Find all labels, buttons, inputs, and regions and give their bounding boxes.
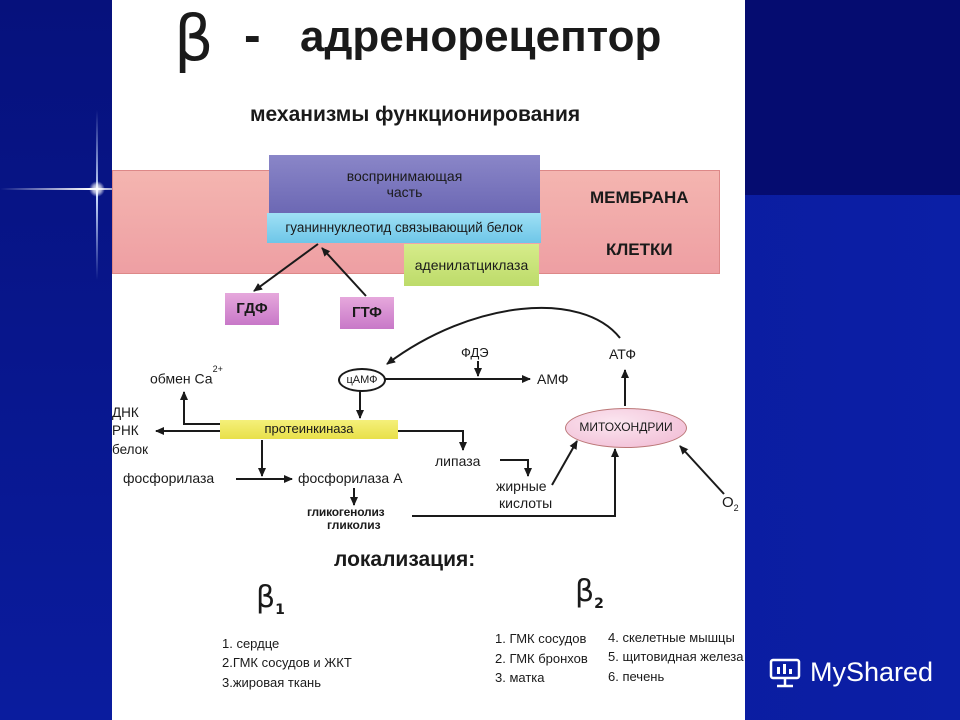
camp-node: цАМФ [338, 368, 386, 392]
proteinkinase-box: протеинкиназа [220, 420, 398, 439]
beta1-item-2: 2.ГМК сосудов и ЖКТ [222, 655, 352, 670]
beta2-symbol: β [575, 574, 595, 609]
slide: β - адренорецептор механизмы функциониро… [112, 0, 745, 720]
beta2-label: β2 [575, 574, 604, 612]
arrow-from-gtp [321, 247, 367, 297]
pde-label: ФДЭ [461, 345, 489, 360]
protein-label: белок [112, 442, 149, 457]
title-text: адренорецептор [300, 12, 662, 61]
gdp-box: ГДФ [225, 293, 279, 325]
sparkle-horizontal [0, 188, 150, 190]
oxygen-text: О [722, 494, 734, 511]
arrow-lipase-to-fatty [500, 459, 532, 477]
beta2-item-1: 1. ГМК сосудов [495, 631, 587, 646]
perceiving-part-box: воспринимающая часть [269, 155, 540, 213]
phosphorylase-a-label: фосфорилаза А [298, 470, 403, 486]
presentation-board-icon [769, 658, 801, 688]
beta2-item-3: 3. матка [495, 670, 545, 685]
membrane-label: МЕМБРАНА [590, 188, 689, 207]
myshared-logo[interactable]: MyShared [768, 655, 933, 689]
ca-charge: 2+ [212, 364, 223, 374]
mitochondria-node: МИТОХОНДРИИ [565, 408, 687, 448]
amp-label: АМФ [537, 371, 569, 387]
beta1-item-1: 1. сердце [222, 636, 280, 651]
g-protein-box: гуаниннуклеотид связывающий белок [267, 213, 541, 243]
gtp-box: ГТФ [340, 297, 394, 329]
diagram-arrows [155, 243, 725, 517]
perceiving-line1: воспринимающая [346, 167, 463, 184]
beta1-symbol: β [256, 580, 276, 615]
beta1-item-3: 3.жировая ткань [222, 675, 322, 690]
glycolysis-label: гликолиз [327, 518, 381, 532]
rna-label: РНК [112, 423, 139, 438]
oxygen-sub: 2 [733, 503, 739, 513]
arrow-to-gdp [253, 243, 319, 292]
logo-text: MyShared [810, 656, 934, 687]
beta2-item-6: 6. печень [608, 669, 665, 684]
fatty-acids-line1: жирные [496, 478, 547, 494]
phosphorylase-label: фосфорилаза [123, 470, 215, 486]
localization-heading: локализация: [334, 548, 476, 571]
arrow-kinase-to-ca [180, 391, 220, 425]
membrane-label-2: КЛЕТКИ [606, 240, 673, 259]
beta2-item-2: 2. ГМК бронхов [495, 651, 588, 666]
title-dash: - [244, 7, 261, 63]
ca-exchange-label: обмен Са2+ [150, 364, 223, 387]
glycogenolysis-label: гликогенолиз [307, 505, 385, 519]
lipase-label: липаза [435, 453, 481, 469]
adenylate-cyclase-box: аденилатциклаза [404, 244, 539, 286]
beta1-sub: 1 [275, 602, 285, 618]
beta1-label: β1 [256, 580, 285, 618]
perceiving-line2: часть [386, 184, 423, 200]
background-corner [745, 0, 960, 195]
beta2-sub: 2 [594, 596, 604, 612]
beta2-item-4: 4. скелетные мышцы [608, 630, 735, 645]
background-left [0, 0, 112, 720]
oxygen-label: О2 [722, 494, 739, 513]
dna-label: ДНК [112, 405, 139, 420]
arrow-fatty-to-mito [551, 440, 578, 486]
fatty-acids-line2: кислоты [499, 495, 553, 511]
title-symbol: β [174, 2, 214, 75]
arrow-o2-to-mito [679, 445, 725, 495]
atp-label: АТФ [609, 346, 636, 362]
sparkle-center [89, 181, 105, 197]
ca-exchange-text: обмен Са [150, 370, 213, 387]
beta2-item-5: 5. щитовидная железа [608, 649, 744, 664]
arrow-atp-to-camp [386, 306, 621, 365]
arrow-glycolysis-to-mito [412, 448, 619, 517]
subtitle: механизмы функционирования [250, 103, 581, 126]
arrow-kinase-to-lipase [398, 430, 467, 451]
